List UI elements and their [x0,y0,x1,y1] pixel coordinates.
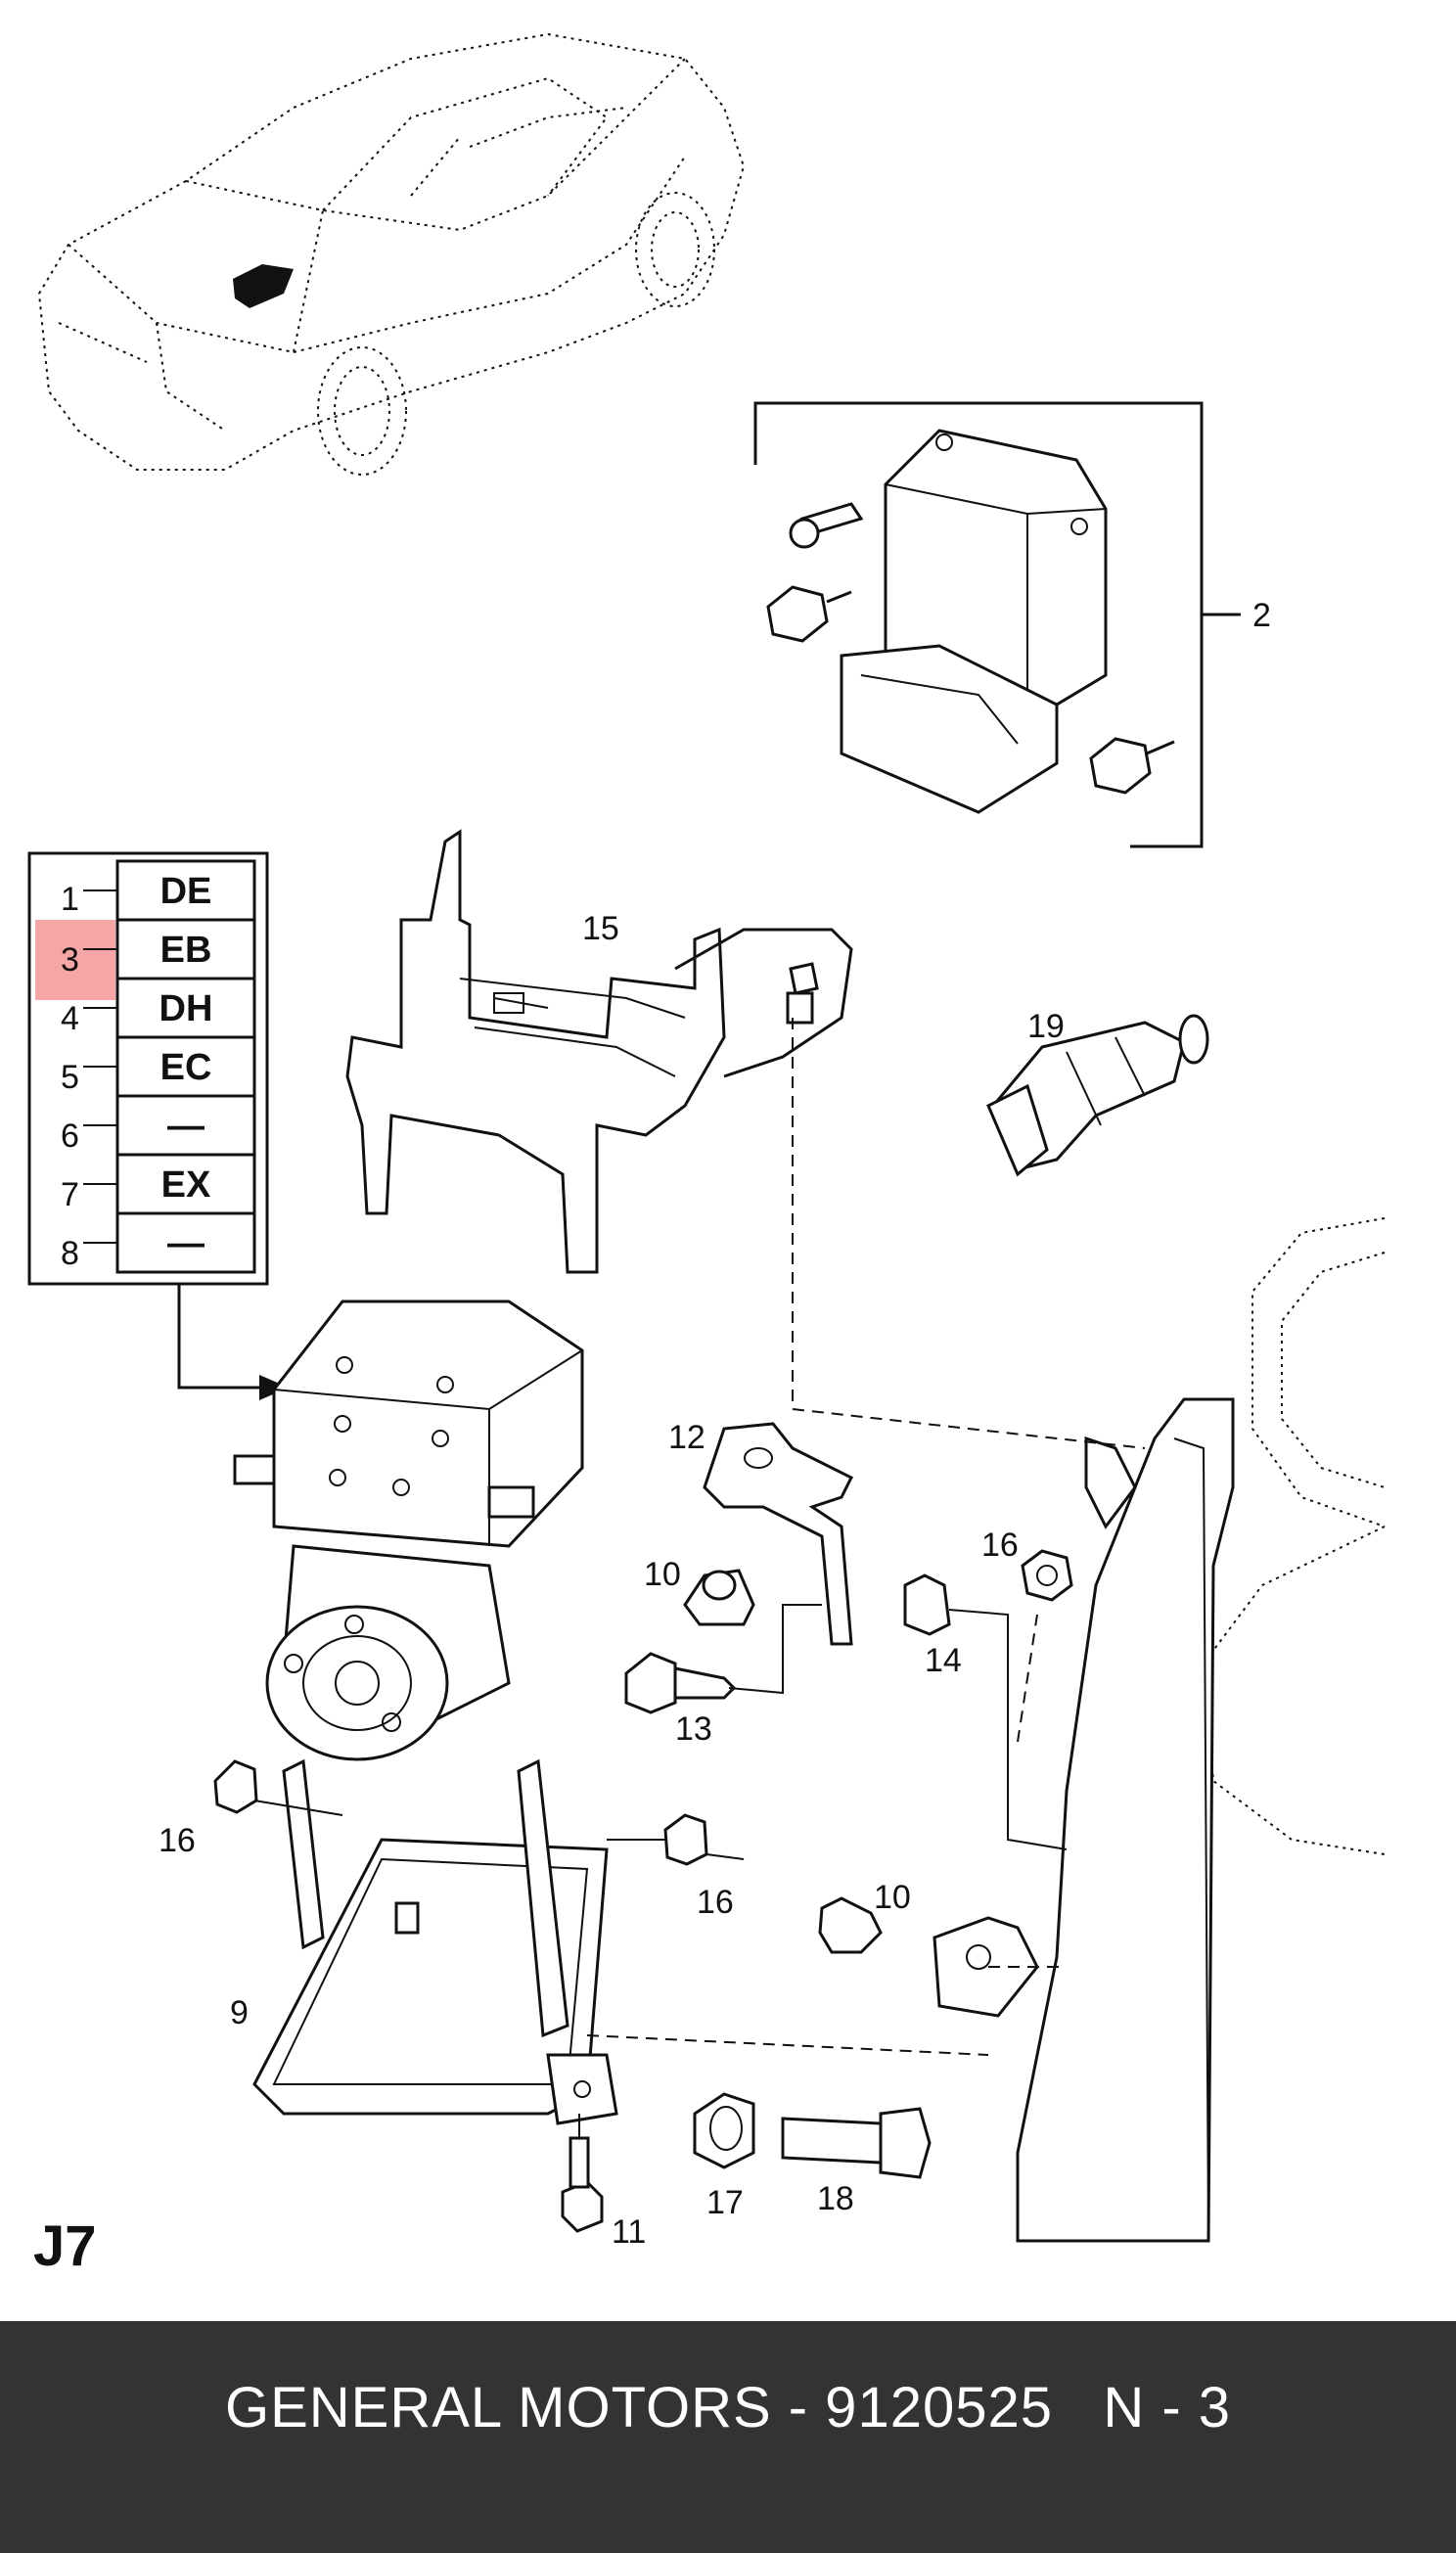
callout-10-lower: 10 [874,1879,911,1916]
module-location-mark [233,264,294,308]
callout-16-left: 16 [159,1822,196,1859]
footer-bar: GENERAL MOTORS - 9120525 N - 3 [0,2321,1456,2553]
callout-17: 17 [706,2184,744,2221]
callout-2: 2 [1252,597,1271,634]
parts-diagram: 1 3 4 5 6 7 8 DE EB DH EC — EX — [27,32,1386,2251]
code-row-5-number: 5 [61,1059,79,1096]
callout-16-mid: 16 [697,1884,734,1921]
code-row-3-number: 3 [61,941,79,979]
callout-15: 15 [582,910,619,947]
callouts: 2 15 19 12 10 16 14 13 16 16 10 9 17 18 … [159,597,1271,2251]
part-19-sensor [986,1014,1209,1177]
code-row-6-number: 6 [61,1117,79,1155]
car-illustration [37,32,746,476]
part-15-bracket [345,829,853,1274]
code-row-8-code: — [167,1223,205,1264]
code-row-7-number: 7 [61,1176,79,1213]
code-row-3-code: EB [160,930,212,971]
code-row-5-code: EC [160,1047,212,1088]
callout-13: 13 [675,1710,712,1748]
code-table: 1 3 4 5 6 7 8 DE EB DH EC — EX — [27,851,289,1400]
code-row-8-number: 8 [61,1235,79,1272]
callout-12: 12 [668,1419,705,1456]
part-9-lower-bracket [213,1614,1062,2233]
body-panel [933,1217,1386,2243]
hydraulic-unit [233,1299,584,1761]
callout-9: 9 [230,1994,249,2031]
code-row-4-code: DH [159,988,213,1029]
code-table-highlight [35,920,115,1000]
callout-19: 19 [1027,1008,1065,1045]
callout-18: 18 [817,2180,854,2217]
callout-16-right: 16 [981,1527,1019,1564]
code-row-4-number: 4 [61,1000,79,1037]
code-row-1-number: 1 [61,881,79,918]
callout-10-upper: 10 [644,1556,681,1593]
callout-14: 14 [925,1642,962,1679]
code-row-7-code: EX [161,1164,211,1206]
code-row-1-code: DE [160,871,212,912]
part-2-control-module [753,401,1241,848]
footer-part-number: GENERAL MOTORS - 9120525 N - 3 [224,2376,1232,2439]
code-row-6-code: — [167,1106,205,1147]
page-code: J7 [33,2214,97,2278]
callout-11: 11 [612,2213,646,2251]
parts-cluster-mid [624,1018,1146,1850]
